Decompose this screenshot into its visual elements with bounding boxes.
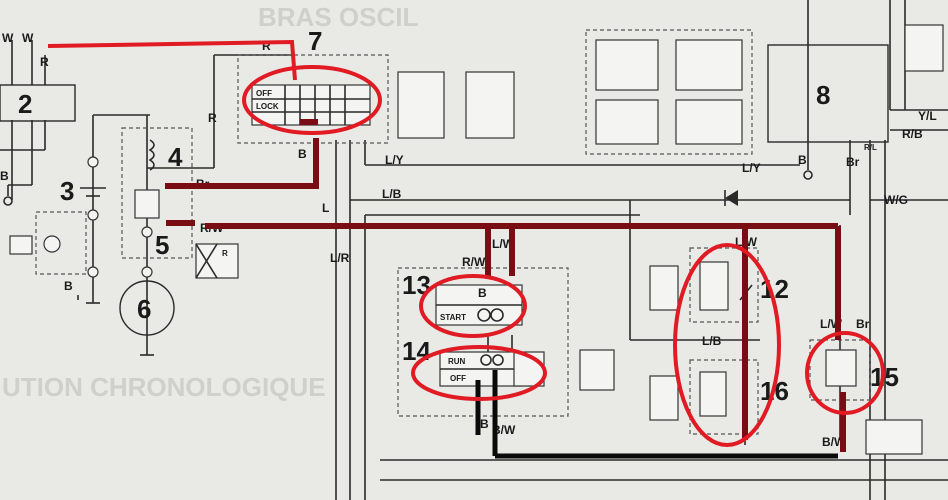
wire-label: B <box>480 417 489 431</box>
faint-header-text: BRAS OSCIL <box>258 2 418 32</box>
highlight-circle-12-16 <box>673 243 781 447</box>
main-switch-lock: LOCK <box>256 102 279 111</box>
component-13-label: 13 <box>402 270 431 300</box>
component-14-label: 14 <box>402 336 431 366</box>
component-4-label: 4 <box>168 142 183 172</box>
wire-label: L/Y <box>742 161 761 175</box>
wire-label: Br <box>846 155 860 169</box>
wire-label: L/B <box>702 334 722 348</box>
component-7-label: 7 <box>308 26 322 56</box>
component-13-start-switch: 13 START <box>397 267 569 417</box>
component-8: 8 <box>767 24 944 143</box>
wire-label: L/W <box>492 237 515 251</box>
stop-off-label: OFF <box>450 374 466 383</box>
highlight-circle-main-switch <box>242 65 382 135</box>
wire-label: W <box>22 31 34 45</box>
wire-label: R/B <box>902 127 923 141</box>
component-8-label: 8 <box>816 80 830 110</box>
wire-label: L/Y <box>385 153 404 167</box>
component-2-label: 2 <box>18 89 32 119</box>
component-4: 4 <box>121 127 193 259</box>
wire-label: L/B <box>382 187 402 201</box>
red-highlight-circles <box>242 65 885 447</box>
component-14-run-stop-switch: 14 RUN OFF <box>402 336 615 391</box>
wire-label: R <box>208 111 217 125</box>
wire-label: B <box>0 169 9 183</box>
run-label: RUN <box>448 357 466 366</box>
main-switch-off: OFF <box>256 89 272 98</box>
start-label: START <box>440 313 466 322</box>
component-3-label: 3 <box>60 176 74 206</box>
component-6-label: 6 <box>137 294 151 324</box>
wire-label: R/W <box>462 255 486 269</box>
faint-section-text: UTION CHRONOLOGIQUE <box>2 372 326 402</box>
wire-label: R <box>262 39 271 53</box>
highlight-circle-run-switch <box>411 345 547 401</box>
connector-blocks-top <box>585 29 753 155</box>
highlight-circle-15 <box>805 331 885 415</box>
component-7-main-switch: OFF LOCK 7 <box>237 26 515 144</box>
component-5-r: R <box>222 249 228 258</box>
aux-module-left <box>9 211 87 275</box>
wire-label: W <box>2 31 14 45</box>
wire-label: Y/L <box>918 109 937 123</box>
wire-label: L <box>322 201 329 215</box>
wire-label: Br <box>856 317 870 331</box>
dark-red-drawn-wires <box>165 119 846 452</box>
component-3-battery: 3 <box>60 176 74 206</box>
wire-label: L/R <box>330 251 350 265</box>
wire-label: B <box>478 286 487 300</box>
wire-label: R/L <box>864 143 877 152</box>
wire-label: B <box>64 279 73 293</box>
component-16: 16 <box>649 359 789 435</box>
wire-label: B/W <box>492 423 516 437</box>
highlight-circle-start-switch <box>419 274 527 338</box>
wire-label: W/G <box>884 193 908 207</box>
wire-labels: W W R R R B B B Br R/W L/Y L/Y Y/L R/B R… <box>0 31 937 449</box>
wire-label: R <box>40 55 49 69</box>
black-drawn-ground-wires <box>475 370 838 459</box>
wire-label: B <box>798 153 807 167</box>
component-5: 5 R <box>155 230 239 279</box>
component-5-label: 5 <box>155 230 169 260</box>
red-highlight-wire <box>47 39 297 81</box>
wire-label: B <box>298 147 307 161</box>
component-6-generator: 6 <box>119 280 175 336</box>
component-2: 2 <box>0 84 76 122</box>
